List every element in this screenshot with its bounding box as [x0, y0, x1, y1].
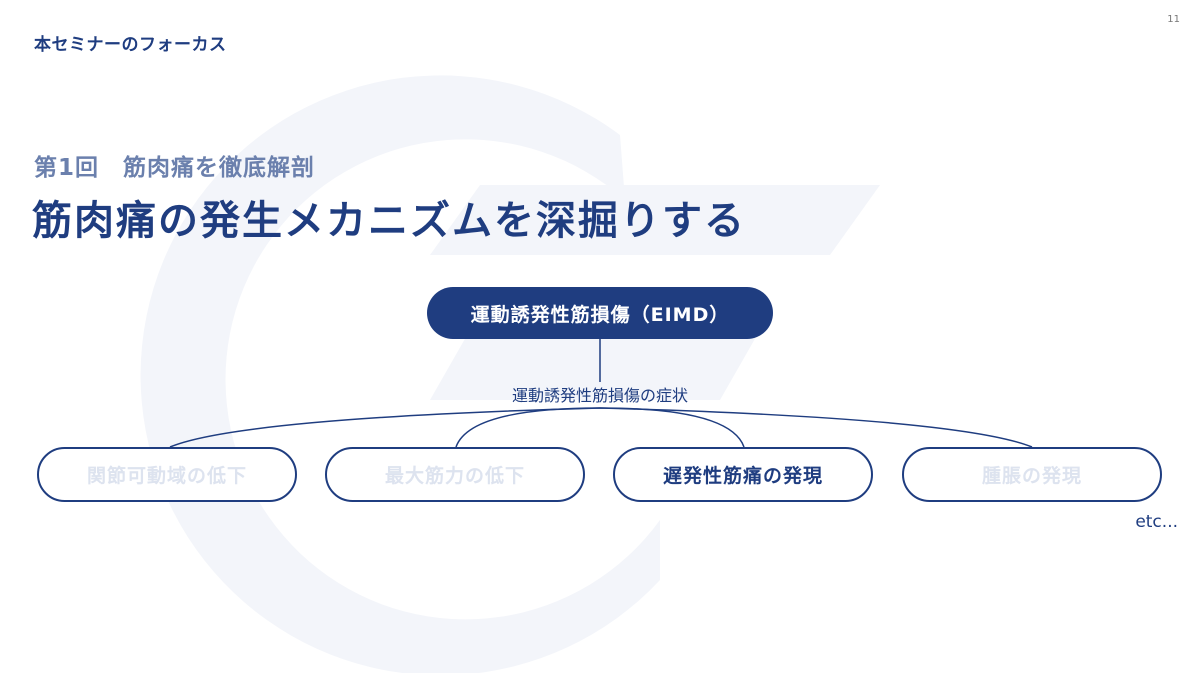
leaf-node-swelling: 腫脹の発現: [902, 447, 1162, 502]
leaf-node-max-strength: 最大筋力の低下: [325, 447, 585, 502]
slide-title: 筋肉痛の発生メカニズムを深掘りする: [32, 198, 746, 244]
etc-label: etc...: [1135, 512, 1178, 532]
branch-label: 運動誘発性筋損傷の症状: [511, 386, 688, 405]
section-label: 本セミナーのフォーカス: [34, 35, 227, 55]
page-number: 11: [1167, 14, 1180, 25]
leaf-node-range-of-motion: 関節可動域の低下: [37, 447, 297, 502]
arc-outer: [169, 407, 1033, 448]
arc-inner: [455, 407, 745, 448]
leaf-node-doms: 遅発性筋痛の発現: [613, 447, 873, 502]
slide-subtitle: 第1回 筋肉痛を徹底解剖: [34, 155, 316, 181]
root-node-eimd: 運動誘発性筋損傷（EIMD）: [427, 287, 773, 339]
